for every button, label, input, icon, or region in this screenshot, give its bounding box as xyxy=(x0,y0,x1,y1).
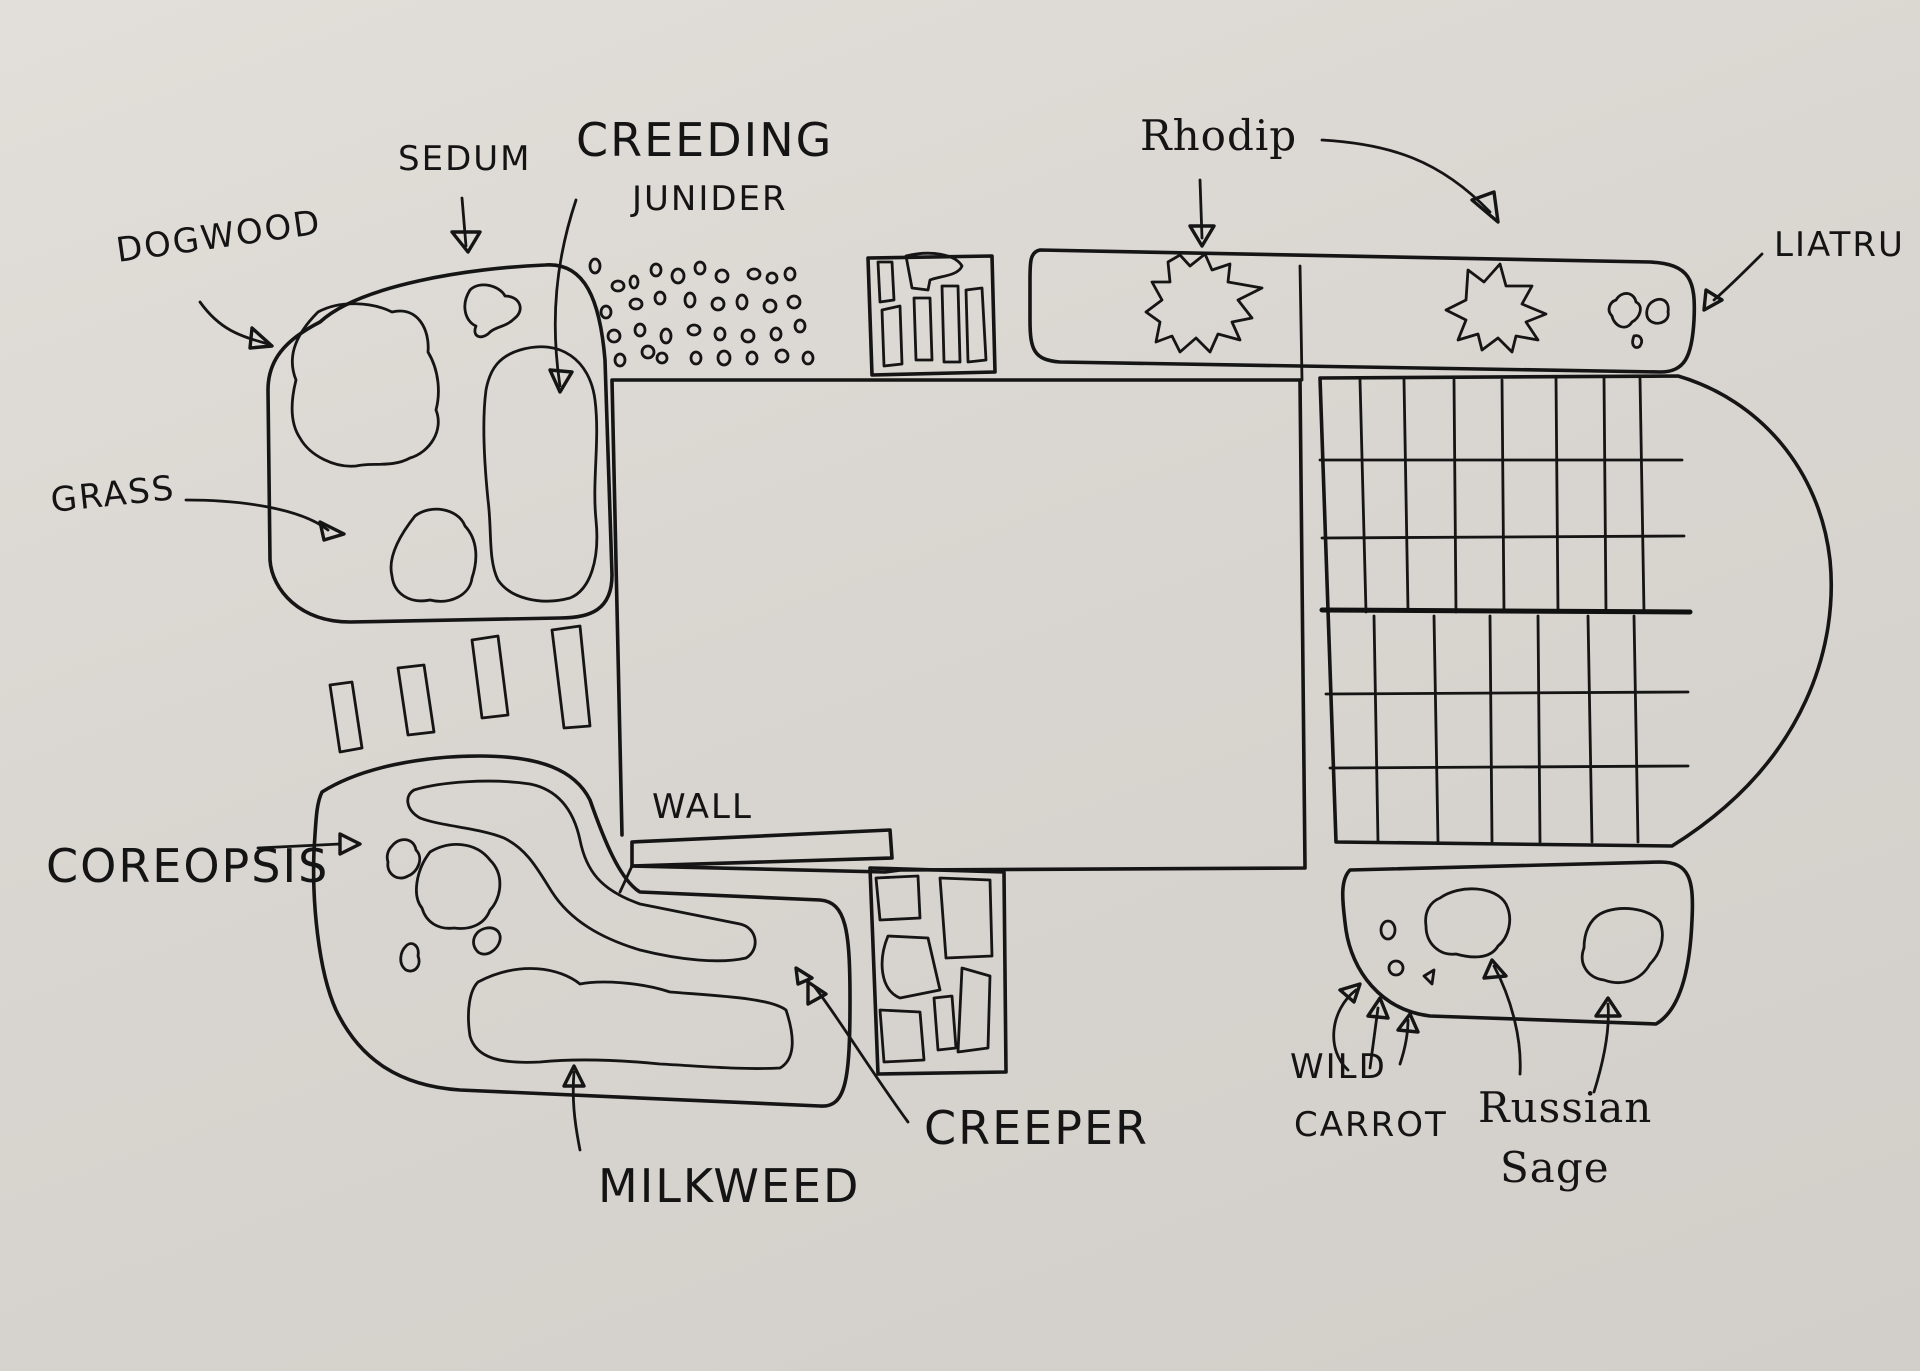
coreopsis-plant xyxy=(474,928,501,954)
label-juniper: JUNIDER xyxy=(630,179,788,219)
stepping-stone xyxy=(472,636,508,718)
label-arrows xyxy=(186,140,1762,1150)
label-dogwood: DOGWOOD xyxy=(114,203,324,271)
stepping-stone xyxy=(552,626,590,728)
dogwood-shrub xyxy=(292,304,438,466)
coreopsis-plant xyxy=(387,840,419,878)
top-right-bed-outline xyxy=(1030,250,1694,372)
russian-sage-plant xyxy=(1426,889,1510,957)
patio-center-line xyxy=(1322,610,1690,612)
label-wall: WALL xyxy=(652,787,753,827)
label-russian: Russian xyxy=(1478,1083,1652,1132)
stepping-stone xyxy=(330,682,362,752)
label-wild: WILD xyxy=(1290,1047,1387,1087)
stepping-stone xyxy=(398,665,434,735)
label-rhodip: Rhodip xyxy=(1140,111,1297,160)
label-milkweed: MILKWEED xyxy=(598,1159,860,1213)
grass-clump xyxy=(391,509,476,601)
label-grass: GRASS xyxy=(49,468,178,521)
label-creeper: CREEPER xyxy=(924,1101,1149,1155)
bottom-left-bed-outline xyxy=(314,756,850,1106)
label-sage: Sage xyxy=(1500,1143,1610,1192)
pebble-area xyxy=(590,259,813,366)
juniper-shrub xyxy=(484,347,597,601)
coreopsis-plant xyxy=(416,844,499,928)
label-coreopsis: COREOPSIS xyxy=(46,839,329,893)
label-carrot: CARROT xyxy=(1294,1105,1448,1145)
liatris-plants xyxy=(1609,293,1668,347)
wall xyxy=(632,830,892,866)
top-stone-path-stones xyxy=(878,253,986,366)
top-left-bed-outline xyxy=(268,265,612,622)
bed-divider xyxy=(1300,266,1302,380)
bottom-right-bed-outline xyxy=(1343,862,1693,1024)
label-sedum: SEDUM xyxy=(398,139,531,179)
sedum-plant xyxy=(465,285,520,337)
rhododendron-shrub xyxy=(1146,254,1262,352)
milkweed-bed xyxy=(468,969,792,1069)
label-creeping: CREEDING xyxy=(576,113,833,167)
label-liatru: LIATRU xyxy=(1774,225,1905,265)
russian-sage-plant xyxy=(1582,908,1662,982)
rhododendron-shrub xyxy=(1446,264,1546,352)
coreopsis-plant xyxy=(401,944,419,971)
bottom-stone-path-stones xyxy=(876,876,992,1062)
